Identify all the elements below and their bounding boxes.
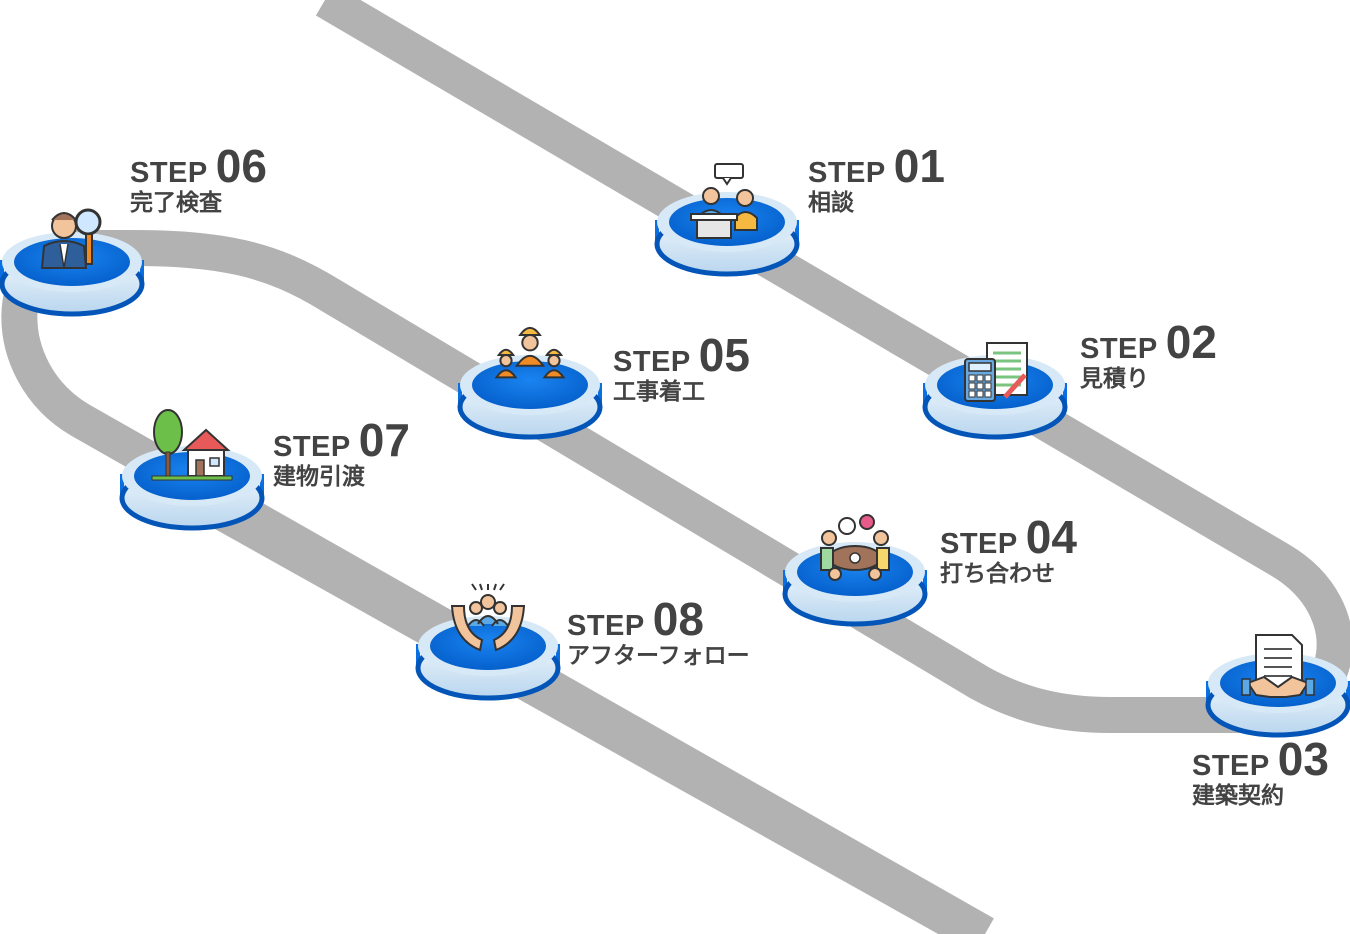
step-node-08: [415, 583, 561, 701]
step-name: 完了検査: [130, 190, 222, 216]
step-number: 07: [358, 414, 410, 466]
step-node-05: [457, 326, 603, 440]
step-number: 04: [1025, 511, 1077, 563]
disc-top: [472, 361, 588, 409]
inspector-magnifier-icon: [40, 208, 102, 269]
step-name: 建築契約: [1192, 783, 1284, 809]
consultation-icon: [690, 163, 758, 239]
step-name: 見積り: [1080, 366, 1149, 392]
step-node-06: [0, 208, 145, 317]
step-name: 打ち合わせ: [940, 561, 1055, 587]
meeting-table-icon: [820, 514, 890, 581]
step-word: STEP: [940, 528, 1018, 560]
step-node-07: [119, 409, 265, 531]
contract-handshake-icon: [1241, 634, 1315, 698]
step-number: 06: [215, 140, 267, 192]
disc-top: [430, 622, 546, 670]
step-name: 相談: [808, 190, 854, 216]
step-number: 03: [1277, 733, 1329, 785]
step-node-01: [654, 163, 800, 277]
step-node-03: [1205, 634, 1350, 738]
step-number: 02: [1165, 316, 1217, 368]
step-word: STEP: [808, 157, 886, 189]
step-node-02: [922, 342, 1068, 440]
step-word: STEP: [130, 157, 208, 189]
step-word: STEP: [1080, 333, 1158, 365]
step-number: 01: [893, 140, 945, 192]
step-word: STEP: [613, 346, 691, 378]
step-name: 工事着工: [613, 379, 705, 405]
step-node-04: [782, 514, 928, 627]
estimate-calculator-icon: [964, 342, 1028, 402]
step-name: 建物引渡: [273, 464, 365, 490]
step-number: 08: [652, 593, 704, 645]
house-handover-icon: [151, 409, 233, 481]
step-word: STEP: [273, 431, 351, 463]
step-word: STEP: [1192, 750, 1270, 782]
step-name: アフターフォロー: [567, 643, 750, 669]
track-lower-branch: [191, 484, 984, 934]
step-word: STEP: [567, 610, 645, 642]
construction-workers-icon: [494, 326, 566, 379]
step-number: 05: [698, 329, 750, 381]
caring-hands-icon: [450, 583, 526, 652]
